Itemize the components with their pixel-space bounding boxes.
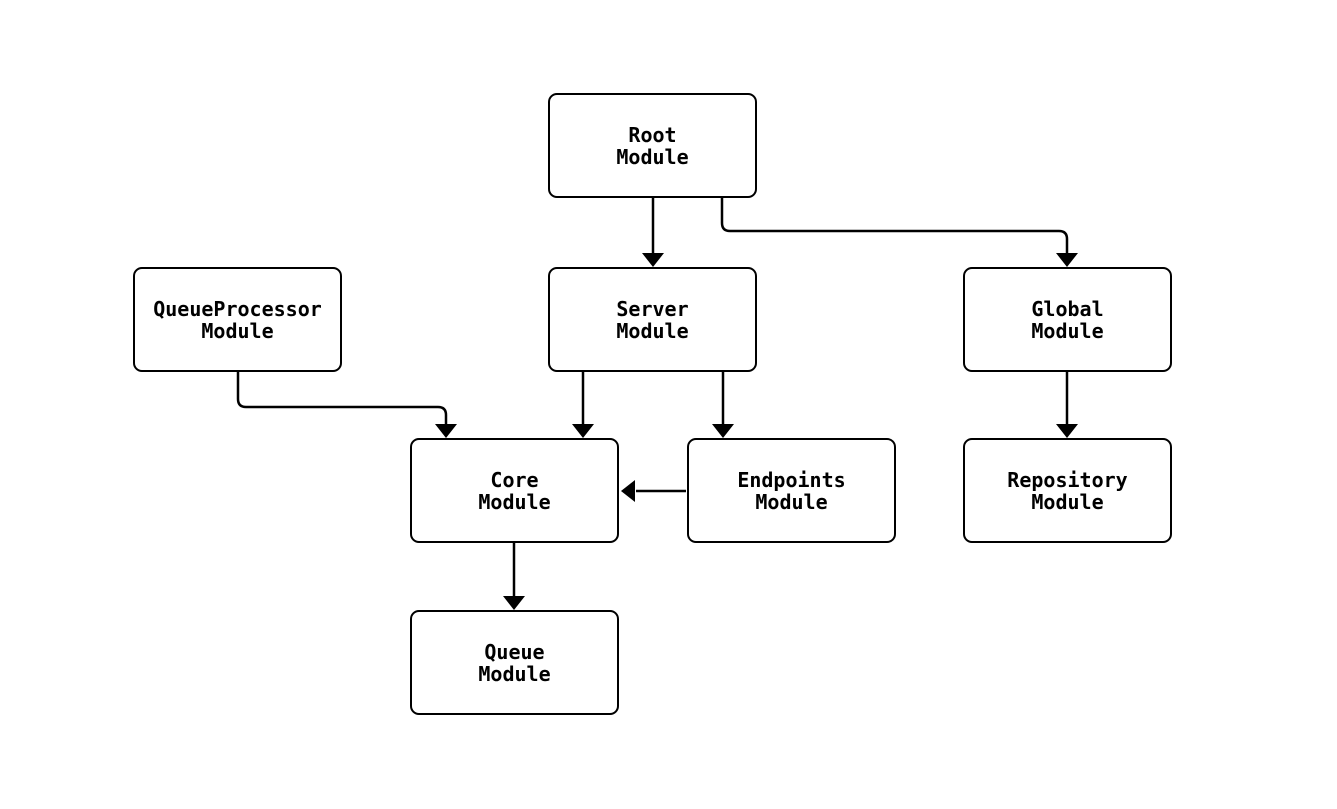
node-label-line2: Module — [616, 144, 689, 169]
edge-queueprocessor-to-core — [236, 372, 457, 438]
node-core-module: Core Module — [410, 438, 619, 543]
node-queueprocessor-module: QueueProcessor Module — [133, 267, 342, 372]
node-label-line2: Module — [755, 489, 828, 514]
node-label-line1: Queue — [484, 639, 545, 664]
node-label-line2: Module — [1031, 318, 1104, 343]
node-label-line2: Module — [616, 318, 689, 343]
node-label-line2: Module — [1031, 489, 1104, 514]
node-label-line1: Core — [490, 467, 539, 492]
node-label-line1: Root — [628, 122, 677, 147]
node-label-line1: Endpoints — [737, 467, 846, 492]
node-repository-module: Repository Module — [963, 438, 1172, 543]
node-queue-module: Queue Module — [410, 610, 619, 715]
node-global-module: Global Module — [963, 267, 1172, 372]
node-label-line2: Module — [478, 661, 551, 686]
edge-root-to-server — [642, 198, 664, 267]
node-root-module: Root Module — [548, 93, 757, 198]
edge-server-to-core — [572, 372, 594, 438]
edge-server-to-endpoints — [712, 372, 734, 438]
node-server-module: Server Module — [548, 267, 757, 372]
node-label-line1: QueueProcessor — [153, 296, 322, 321]
node-label-line1: Repository — [1007, 467, 1128, 492]
edge-global-to-repository — [1056, 372, 1078, 438]
edge-root-to-global — [720, 198, 1078, 267]
node-label-line2: Module — [201, 318, 274, 343]
edge-core-to-queue — [503, 543, 525, 610]
node-endpoints-module: Endpoints Module — [687, 438, 896, 543]
node-label-line2: Module — [478, 489, 551, 514]
edge-endpoints-to-core — [621, 480, 686, 502]
node-label-line1: Global — [1031, 296, 1104, 321]
node-label-line1: Server — [616, 296, 689, 321]
